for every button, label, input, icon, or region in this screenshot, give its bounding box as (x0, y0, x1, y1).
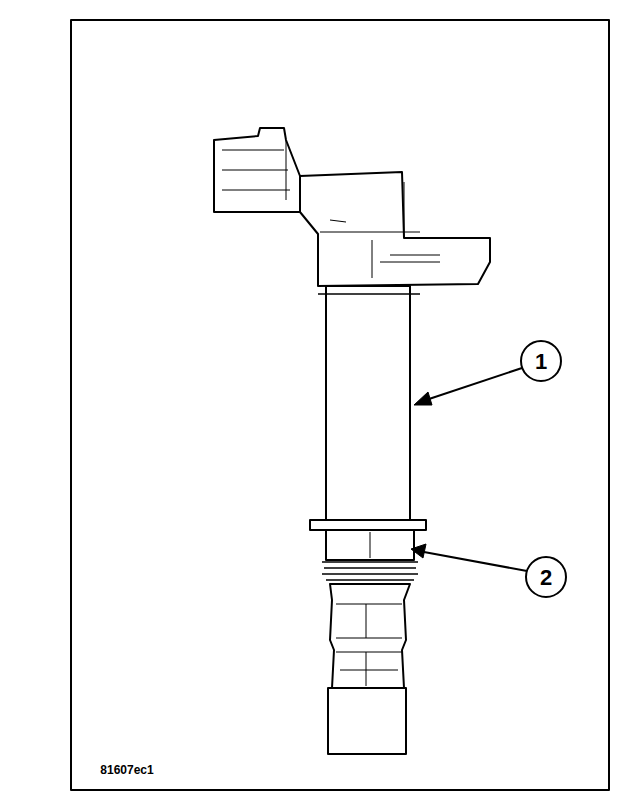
coil-flange (310, 520, 426, 530)
leader-arrowhead (411, 544, 426, 558)
figure-id: 81607ec1 (100, 764, 153, 776)
connector-detail (222, 140, 290, 200)
leader-arrowhead (414, 392, 432, 405)
seal-body (326, 530, 414, 560)
leader-line (424, 552, 527, 571)
connector-plug (214, 128, 300, 212)
coil-head-detail (320, 182, 440, 278)
callout-number: 2 (540, 567, 552, 589)
callout-circle (526, 557, 566, 597)
boot-hex (330, 584, 410, 688)
leader-line (426, 368, 522, 400)
figure-frame (71, 20, 609, 790)
seal-ribs (322, 562, 418, 580)
coil-tube (326, 286, 410, 522)
callout-number: 1 (535, 351, 547, 373)
boot-detail (336, 604, 402, 686)
callout-circle (521, 341, 561, 381)
coil-head (300, 172, 490, 286)
boot-tip (328, 688, 406, 754)
